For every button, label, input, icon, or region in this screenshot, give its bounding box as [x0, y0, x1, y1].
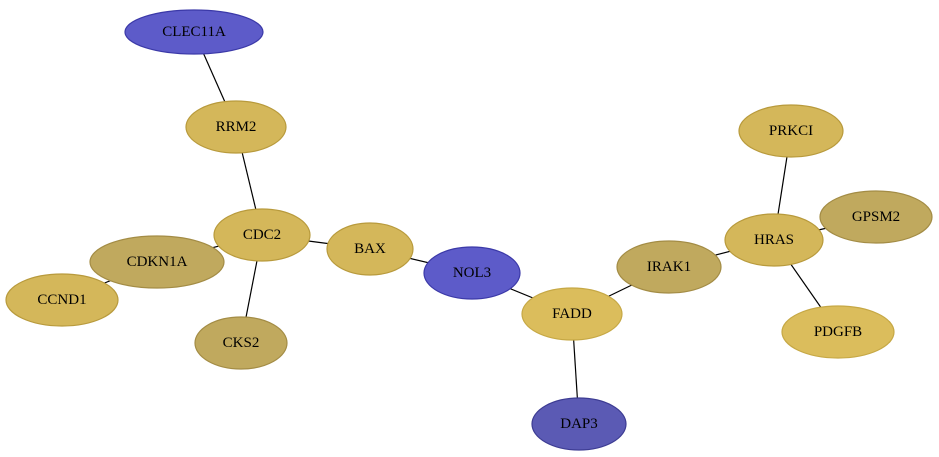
node-cdc2[interactable]: CDC2 [213, 208, 311, 262]
node-label: PDGFB [814, 324, 862, 340]
node-ellipse [724, 213, 824, 267]
node-hras[interactable]: HRAS [724, 213, 824, 267]
node-ellipse [531, 397, 627, 451]
node-ellipse [124, 9, 264, 55]
node-label: GPSM2 [852, 209, 900, 225]
node-prkci[interactable]: PRKCI [738, 104, 844, 158]
node-label: CKS2 [223, 335, 260, 351]
node-label: CDKN1A [127, 254, 188, 270]
node-ellipse [213, 208, 311, 262]
node-cks2[interactable]: CKS2 [194, 316, 288, 370]
node-ellipse [738, 104, 844, 158]
node-label: DAP3 [560, 416, 598, 432]
node-label: BAX [354, 241, 386, 257]
node-ccnd1[interactable]: CCND1 [5, 273, 119, 327]
node-ellipse [521, 287, 623, 341]
node-label: NOL3 [453, 265, 491, 281]
node-pdgfb[interactable]: PDGFB [781, 305, 895, 359]
node-gpsm2[interactable]: GPSM2 [819, 190, 933, 244]
node-dap3[interactable]: DAP3 [531, 397, 627, 451]
node-ellipse [326, 222, 414, 276]
node-ellipse [423, 246, 521, 300]
node-label: FADD [552, 306, 592, 322]
node-rrm2[interactable]: RRM2 [185, 100, 287, 154]
node-label: IRAK1 [647, 259, 691, 275]
node-label: PRKCI [769, 123, 813, 139]
node-irak1[interactable]: IRAK1 [616, 240, 722, 294]
node-ellipse [781, 305, 895, 359]
node-ellipse [89, 235, 225, 289]
node-ellipse [5, 273, 119, 327]
node-nol3[interactable]: NOL3 [423, 246, 521, 300]
node-ellipse [194, 316, 288, 370]
node-ellipse [185, 100, 287, 154]
node-clec11a[interactable]: CLEC11A [124, 9, 264, 55]
node-fadd[interactable]: FADD [521, 287, 623, 341]
node-label: HRAS [754, 232, 794, 248]
node-label: CLEC11A [162, 24, 226, 40]
node-cdkn1a[interactable]: CDKN1A [89, 235, 225, 289]
node-bax[interactable]: BAX [326, 222, 414, 276]
node-label: RRM2 [216, 119, 257, 135]
node-ellipse [616, 240, 722, 294]
node-label: CCND1 [37, 292, 86, 308]
node-label: CDC2 [243, 227, 281, 243]
node-ellipse [819, 190, 933, 244]
